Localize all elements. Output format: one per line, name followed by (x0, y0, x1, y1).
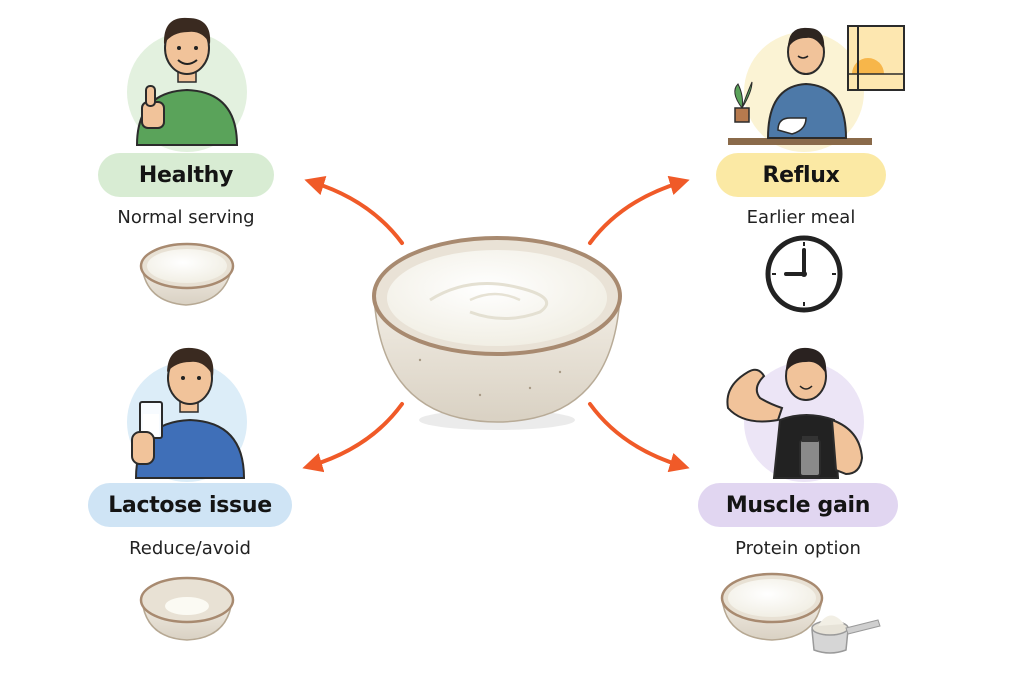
arrow-to-reflux (588, 175, 690, 245)
thumbs-up-person-icon (127, 17, 247, 152)
clock-icon (765, 235, 843, 313)
label-reflux: Reflux (716, 153, 886, 197)
yogurt-bowl-icon (372, 236, 622, 430)
protein-scoop-icon (720, 572, 881, 654)
subtitle-lactose-issue: Reduce/avoid (129, 538, 251, 559)
flexing-person-icon (726, 347, 864, 482)
person-eating-icon (728, 25, 905, 152)
arrow-to-lactose (302, 402, 404, 473)
arrow-to-muscle (588, 402, 690, 473)
label-lactose-issue: Lactose issue (88, 483, 292, 527)
label-healthy: Healthy (98, 153, 274, 197)
arrow-to-healthy (304, 176, 404, 245)
subtitle-reflux: Earlier meal (746, 207, 856, 228)
small-yogurt-bowl-icon (139, 576, 235, 641)
yogurt-bowl-icon (139, 242, 235, 306)
subtitle-healthy: Normal serving (117, 207, 255, 228)
label-muscle-gain: Muscle gain (698, 483, 898, 527)
subtitle-muscle-gain: Protein option (735, 538, 861, 559)
person-drinking-icon (127, 347, 247, 482)
